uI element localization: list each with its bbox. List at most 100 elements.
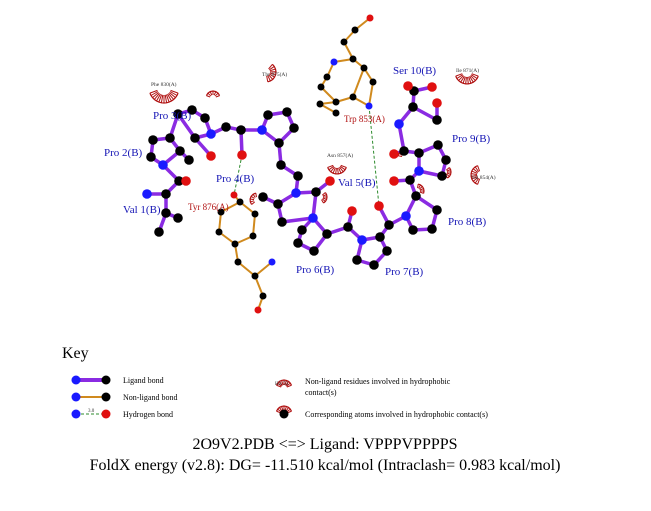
hydrophobic-arcs xyxy=(149,63,481,205)
hydrophobic-arc-ile871-spoke xyxy=(460,75,465,83)
carbon-atom-p8a xyxy=(408,225,418,235)
hydrophobic-arc-ile871-spoke xyxy=(455,73,463,77)
nonligand-bond-t9-t11 xyxy=(254,275,264,297)
carbon-atom-t11 xyxy=(259,292,267,300)
carbon-atom-p9c xyxy=(441,155,451,165)
carbon-atom-p7b xyxy=(369,260,379,270)
key-ligand-carbon-atom xyxy=(101,375,111,385)
carbon-atom-p8b xyxy=(427,224,437,234)
hydrophobic-label-val854: Val 854(A) xyxy=(471,174,496,181)
hydrophobic-arc-ile871-spoke xyxy=(465,76,467,84)
carbon-atom-p4a xyxy=(236,125,246,135)
hydrophobic-arc-phe830-spoke xyxy=(149,89,158,94)
hydrophobic-arc-phe830-spoke xyxy=(165,94,170,103)
carbon-atom-v5d xyxy=(258,192,268,202)
carbon-atom-p8c xyxy=(432,205,442,215)
oxygen-atom-t12 xyxy=(254,306,262,314)
hydrophobic-arc-phe830-spoke xyxy=(156,93,161,102)
carbon-atom-p9e xyxy=(399,146,409,156)
hydrophobic-arc-asn857-spoke xyxy=(335,167,337,174)
nitrogen-atom-p9n xyxy=(414,166,424,176)
hydrophobic-atom-arc-3-spoke xyxy=(321,199,324,204)
hydrophobic-arc-asn857-spoke xyxy=(328,165,335,171)
footer-line-2: FoldX energy (v2.8): DG= -11.510 kcal/mo… xyxy=(90,457,561,474)
carbon-atom-p3b xyxy=(187,105,197,115)
hydrophobic-atom-arc-2-spoke xyxy=(255,193,257,198)
nonligand-bond-w9-w2 xyxy=(352,67,365,98)
hydrophobic-atom-arc-2-spoke xyxy=(251,201,256,205)
oxygen-atom-s6 xyxy=(427,82,437,92)
key-nonligand-carbon-atom xyxy=(101,392,111,402)
hydrophobic-arc-thr875-curve xyxy=(267,63,277,83)
key-hydrophobic-residue-label: Non-ligand residues involved in hydropho… xyxy=(305,377,451,386)
carbon-atom-p6d xyxy=(322,229,332,239)
hydrophobic-arc-phe830-spoke xyxy=(152,92,159,99)
hydrophobic-arc-thr875-spoke xyxy=(269,66,275,71)
oxygen-atom-s4 xyxy=(432,98,442,108)
hydrophobic-arc-val854-spoke xyxy=(477,165,481,172)
ligand-bond-p3d-p3a xyxy=(176,112,197,140)
carbon-atom-t5 xyxy=(249,232,257,240)
key-arc-atom-spoke xyxy=(286,408,291,412)
hydrophobic-atom-arc-3-spoke xyxy=(321,192,326,196)
hydrophobic-atom-arc-2-spoke xyxy=(249,198,255,201)
hydrophobic-arc-thr875-spoke xyxy=(268,74,274,80)
hydrophobic-arc-val854-spoke xyxy=(471,175,478,177)
hydrophobic-label-ile871: Ile 871(A) xyxy=(456,67,479,74)
carbon-atom-p4f xyxy=(276,160,286,170)
key-arc-residue-spoke xyxy=(281,380,284,386)
hydrophobic-arc-val854-spoke xyxy=(471,170,478,174)
carbon-atom-p3a xyxy=(173,109,183,119)
carbon-atom-w10 xyxy=(369,78,377,86)
hydrophobic-label-thr875: Thr 875(A) xyxy=(262,71,287,78)
hydrophobic-arc-ile871-spoke xyxy=(467,76,469,84)
oxygen-atom-p8o xyxy=(389,176,399,186)
hydrophobic-arc-val854 xyxy=(470,165,481,185)
oxygen-atom-v5o xyxy=(325,176,335,186)
hydrophobic-arc-val854-spoke xyxy=(472,168,479,173)
key-hbond-nitrogen-atom xyxy=(71,409,81,419)
residue-label-pro8: Pro 8(B) xyxy=(448,216,487,228)
carbon-atom-w12 xyxy=(351,26,359,34)
hydrophobic-atom-arc-4-spoke xyxy=(418,186,423,190)
hydrophobic-arc-ile871-spoke xyxy=(468,76,472,84)
carbon-atom-p2d xyxy=(175,146,185,156)
hydrophobic-arc-phe830-spoke xyxy=(164,94,168,103)
carbon-atom-p4b xyxy=(263,110,273,120)
carbon-atom-p4c xyxy=(282,107,292,117)
hydrophobic-arc-asn857-spoke xyxy=(339,166,344,173)
key-arc-atom-spoke xyxy=(279,407,283,412)
oxygen-atom-t1 xyxy=(230,191,238,199)
residue-label-tyr876: Tyr 876(A) xyxy=(188,202,229,212)
carbon-atom-p6b xyxy=(293,238,303,248)
hydrophobic-arc-thr875-spoke xyxy=(268,64,273,70)
key-arc-atom-spoke xyxy=(284,406,287,411)
hydrophobic-arc-asn857-spoke xyxy=(332,167,336,174)
hydrophobic-atom-arc-5-spoke xyxy=(446,169,451,172)
hydrophobic-arc-thr875-spoke xyxy=(269,68,276,72)
hydrophobic-arc-asn857 xyxy=(327,164,347,175)
nitrogen-atom-p2n xyxy=(158,160,168,170)
key-hbond-distance: 3.0 xyxy=(88,409,95,414)
carbon-atom-p6e xyxy=(343,222,353,232)
hydrophobic-arc-thr875-spoke xyxy=(267,75,271,82)
hydrophobic-arc-thr875 xyxy=(266,63,277,83)
hydrophobic-arc-val854-spoke xyxy=(474,177,480,184)
hydrophobic-arc-ile871-spoke xyxy=(458,75,464,81)
carbon-atom-w3 xyxy=(332,98,340,106)
carbon-atom-w9 xyxy=(360,64,368,72)
carbon-atom-t8 xyxy=(234,258,242,266)
hydrophobic-atom-arc-4-spoke xyxy=(417,184,419,189)
hydrophobic-arc-val854-spoke xyxy=(471,176,478,180)
carbon-atom-t2 xyxy=(217,208,225,216)
hydrophobic-arc-ile871-spoke xyxy=(456,74,464,79)
hydrophobic-atom-arc-5-spoke xyxy=(445,167,450,171)
carbon-atom-p7e xyxy=(384,220,394,230)
nitrogen-atom-v5n xyxy=(291,188,301,198)
hydrophobic-arc-phe830-spoke xyxy=(167,93,172,102)
hydrophobic-arc-val854-spoke xyxy=(474,166,480,173)
hydrophobic-labels: Phe 830(A) Thr 875(A) Asn 857(A) Ile 871… xyxy=(151,67,496,181)
key-title: Key xyxy=(62,345,89,362)
nitrogen-atom-s1 xyxy=(394,119,404,129)
hydrophobic-atom-arc-1-spoke xyxy=(214,92,219,97)
